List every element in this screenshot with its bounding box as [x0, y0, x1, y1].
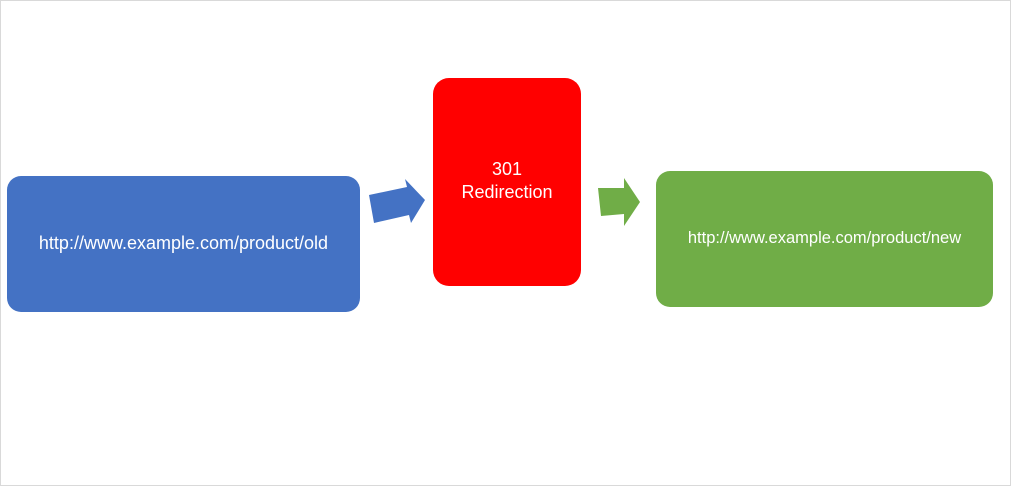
new-url-label: http://www.example.com/product/new: [687, 229, 962, 248]
old-url-label: http://www.example.com/product/old: [38, 233, 329, 254]
redirect-node: 301 Redirection: [433, 78, 581, 286]
new-url-node: http://www.example.com/product/new: [656, 171, 993, 307]
arrow-to-new: [598, 178, 640, 226]
arrow-to-redirect: [369, 179, 425, 223]
redirect-code-label: 301: [491, 159, 523, 179]
redirect-type-label: Redirection: [461, 182, 553, 203]
arrow-right-icon: [369, 179, 425, 223]
arrow-right-icon: [598, 178, 640, 226]
old-url-node: http://www.example.com/product/old: [7, 176, 360, 312]
